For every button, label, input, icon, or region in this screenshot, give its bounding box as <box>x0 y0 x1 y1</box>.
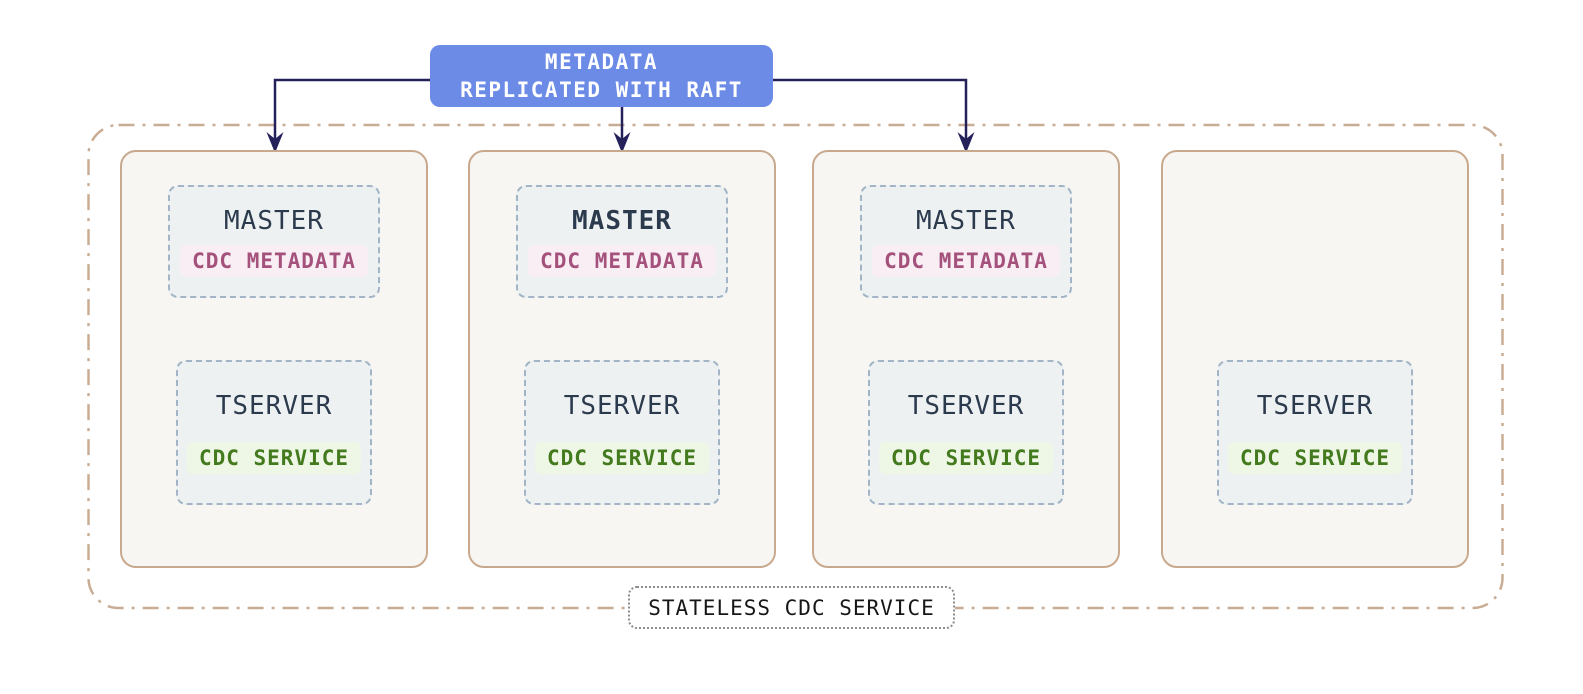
node-3: MASTER CDC METADATA TSERVER CDC SERVICE <box>812 150 1120 568</box>
cdc-service-badge: CDC SERVICE <box>534 442 710 474</box>
tserver-box: TSERVER CDC SERVICE <box>176 360 372 505</box>
banner-line1: METADATA <box>544 50 659 74</box>
connector-left <box>273 78 430 140</box>
tserver-box: TSERVER CDC SERVICE <box>1217 360 1413 505</box>
arrow-down-icon <box>613 132 631 153</box>
tserver-title: TSERVER <box>215 391 333 421</box>
tserver-box: TSERVER CDC SERVICE <box>868 360 1064 505</box>
tserver-title: TSERVER <box>1256 391 1374 421</box>
tserver-title: TSERVER <box>563 391 681 421</box>
cdc-metadata-badge: CDC METADATA <box>528 245 716 277</box>
cdc-metadata-badge: CDC METADATA <box>872 245 1060 277</box>
cdc-metadata-badge: CDC METADATA <box>180 245 368 277</box>
stateless-boundary-outline <box>87 123 1504 610</box>
arrow-down-icon <box>266 132 284 153</box>
master-title: MASTER <box>916 206 1016 236</box>
cdc-service-badge: CDC SERVICE <box>878 442 1054 474</box>
master-box: MASTER CDC METADATA <box>516 185 728 298</box>
master-title: MASTER <box>572 206 672 236</box>
arrow-down-icon <box>957 132 975 153</box>
node-1: MASTER CDC METADATA TSERVER CDC SERVICE <box>120 150 428 568</box>
cdc-service-badge: CDC SERVICE <box>1227 442 1403 474</box>
tserver-box: TSERVER CDC SERVICE <box>524 360 720 505</box>
tserver-title: TSERVER <box>907 391 1025 421</box>
banner-line2: REPLICATED WITH RAFT <box>460 78 743 102</box>
connector-right <box>773 78 968 140</box>
metadata-raft-banner: METADATA REPLICATED WITH RAFT <box>430 45 773 107</box>
node-2: MASTER CDC METADATA TSERVER CDC SERVICE <box>468 150 776 568</box>
master-box: MASTER CDC METADATA <box>168 185 380 298</box>
master-box: MASTER CDC METADATA <box>860 185 1072 298</box>
stateless-cdc-service-label: STATELESS CDC SERVICE <box>628 586 955 629</box>
cdc-service-badge: CDC SERVICE <box>186 442 362 474</box>
master-title: MASTER <box>224 206 324 236</box>
node-4: TSERVER CDC SERVICE <box>1161 150 1469 568</box>
